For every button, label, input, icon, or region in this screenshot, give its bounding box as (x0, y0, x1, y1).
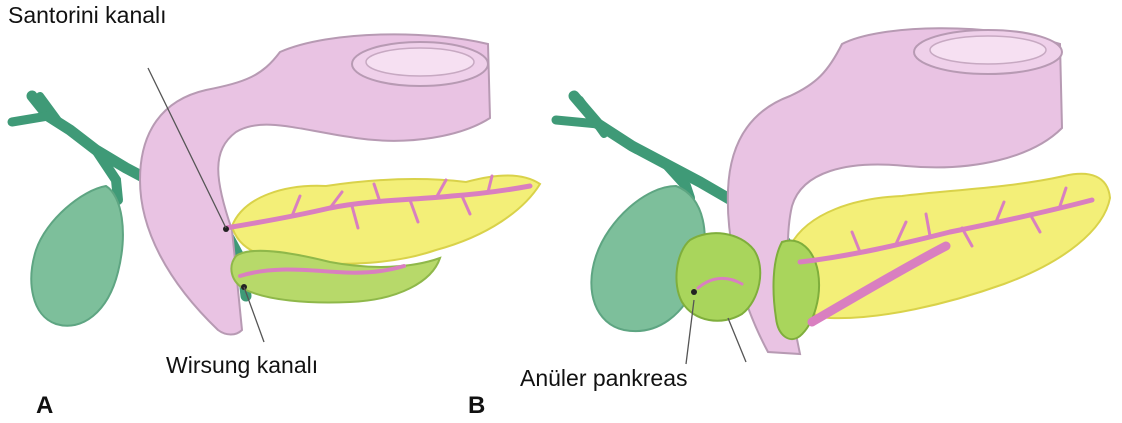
duodenal-lumen-a (366, 48, 474, 76)
annular-ring-left (676, 233, 760, 321)
panel-b-letter: B (468, 392, 485, 420)
gallbladder-a (31, 186, 123, 326)
wirsung-duct-label: Wirsung kanalı (166, 352, 318, 379)
panel-a-drawing (12, 34, 540, 342)
annular-pancreas-label: Anüler pankreas (520, 365, 688, 392)
santorini-duct-label: Santorini kanalı (8, 2, 167, 29)
panel-a-letter: A (36, 392, 53, 420)
annular-leader-line-2 (728, 318, 746, 362)
hepatic-branch-a1 (12, 116, 48, 122)
duodenal-lumen-b (930, 36, 1046, 64)
hepatic-branch-b2 (580, 100, 604, 134)
duct-papilla-b (691, 289, 697, 295)
panel-b-drawing (556, 28, 1110, 364)
